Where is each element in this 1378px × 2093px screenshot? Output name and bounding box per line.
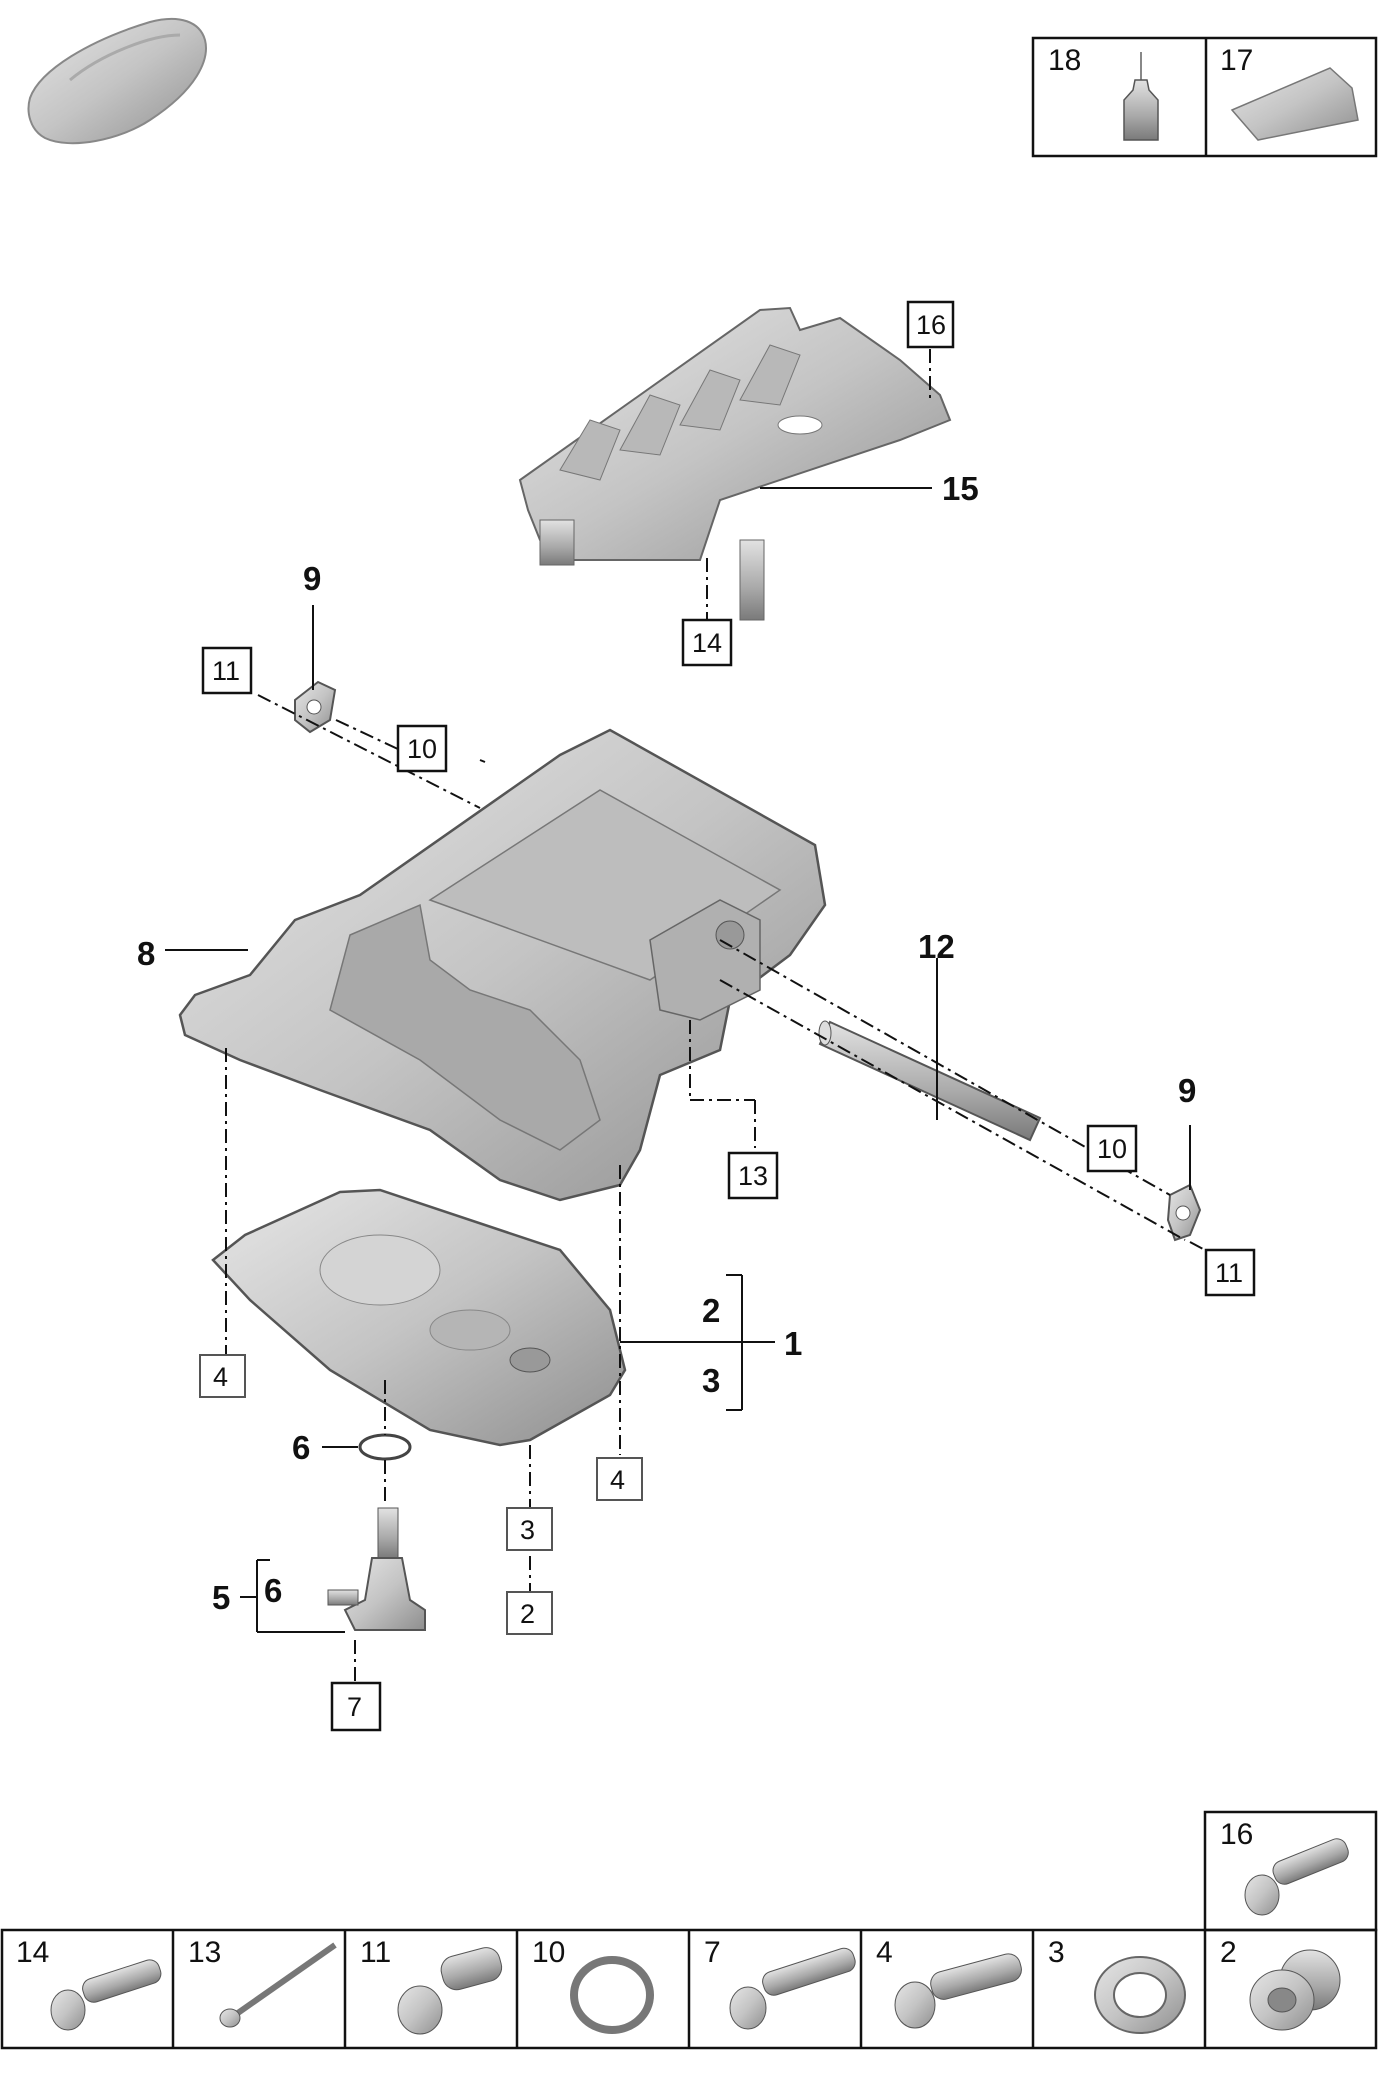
legend-16-number: 16 <box>1220 1818 1253 1851</box>
boxed-references: 16 14 11 10 10 11 13 4 4 3 2 7 <box>199 300 1256 1732</box>
o-ring-part <box>358 1433 412 1461</box>
o-ring-icon <box>570 1956 654 2034</box>
leader-lines <box>165 349 1206 1683</box>
legend-3-number: 3 <box>1048 1936 1065 1969</box>
legend-14-number: 14 <box>16 1936 49 1969</box>
legend-18-number: 18 <box>1048 44 1081 77</box>
top-legend: 18 17 <box>1031 36 1378 158</box>
car-thumbnail-icon <box>27 17 207 145</box>
bottom-legend-extra: 16 <box>1203 1810 1378 1932</box>
ref-4-right: 4 <box>610 1465 625 1495</box>
bottom-legend: 14 13 11 10 7 4 3 2 <box>0 1928 1378 2050</box>
torx-bolt-icon <box>50 1959 162 2031</box>
sealant-tube-icon <box>1230 67 1359 141</box>
ref-11-right: 11 <box>1215 1258 1243 1288</box>
legend-10-number: 10 <box>532 1936 565 1969</box>
ref-11-left: 11 <box>212 656 240 686</box>
ref-2: 2 <box>520 1599 535 1629</box>
callout-3: 3 <box>702 1362 720 1399</box>
callout-9-right: 9 <box>1178 1072 1196 1109</box>
ref-4-left: 4 <box>213 1362 228 1392</box>
callout-15: 15 <box>942 470 979 507</box>
torx-bolt-icon <box>894 1953 1022 2029</box>
legend-4-number: 4 <box>876 1936 893 1969</box>
flange-right <box>1166 1183 1202 1242</box>
callout-6-bottom: 6 <box>264 1572 282 1609</box>
oil-bottle-icon <box>1123 52 1159 141</box>
legend-7-number: 7 <box>704 1936 721 1969</box>
ref-3: 3 <box>520 1515 535 1545</box>
legend-17-number: 17 <box>1220 44 1253 77</box>
long-bolt-icon <box>219 1942 337 2028</box>
oil-intake-part <box>327 1507 426 1631</box>
torx-bolt-icon <box>729 1947 856 2030</box>
callout-5: 5 <box>212 1579 230 1616</box>
ref-7: 7 <box>347 1692 362 1722</box>
drain-plug-icon <box>1249 1949 1341 2031</box>
callout-1: 1 <box>784 1325 802 1362</box>
flange-left <box>294 680 337 734</box>
sealing-ring-icon <box>1094 1956 1186 2034</box>
ref-10-right: 10 <box>1097 1134 1127 1164</box>
tube <box>818 1020 1042 1142</box>
oil-pan-upper-part <box>518 306 952 621</box>
callout-8: 8 <box>137 935 155 972</box>
ref-13: 13 <box>738 1161 768 1191</box>
callout-numbers: 15 9 8 12 9 2 3 1 6 5 6 <box>137 470 1196 1616</box>
ref-16: 16 <box>916 310 946 340</box>
callout-6-top: 6 <box>292 1429 310 1466</box>
callout-12: 12 <box>918 928 955 965</box>
oil-pan-lower <box>211 1188 627 1447</box>
oil-pan-main <box>178 728 827 1202</box>
legend-2-number: 2 <box>1220 1936 1237 1969</box>
callout-9-left: 9 <box>303 560 321 597</box>
callout-2: 2 <box>702 1292 720 1329</box>
torx-bolt-icon <box>1244 1838 1349 1916</box>
ref-10-left: 10 <box>407 734 437 764</box>
legend-11-number: 11 <box>360 1936 391 1969</box>
ref-14: 14 <box>692 628 722 658</box>
shoulder-bolt-icon <box>397 1947 503 2035</box>
legend-13-number: 13 <box>188 1936 221 1969</box>
